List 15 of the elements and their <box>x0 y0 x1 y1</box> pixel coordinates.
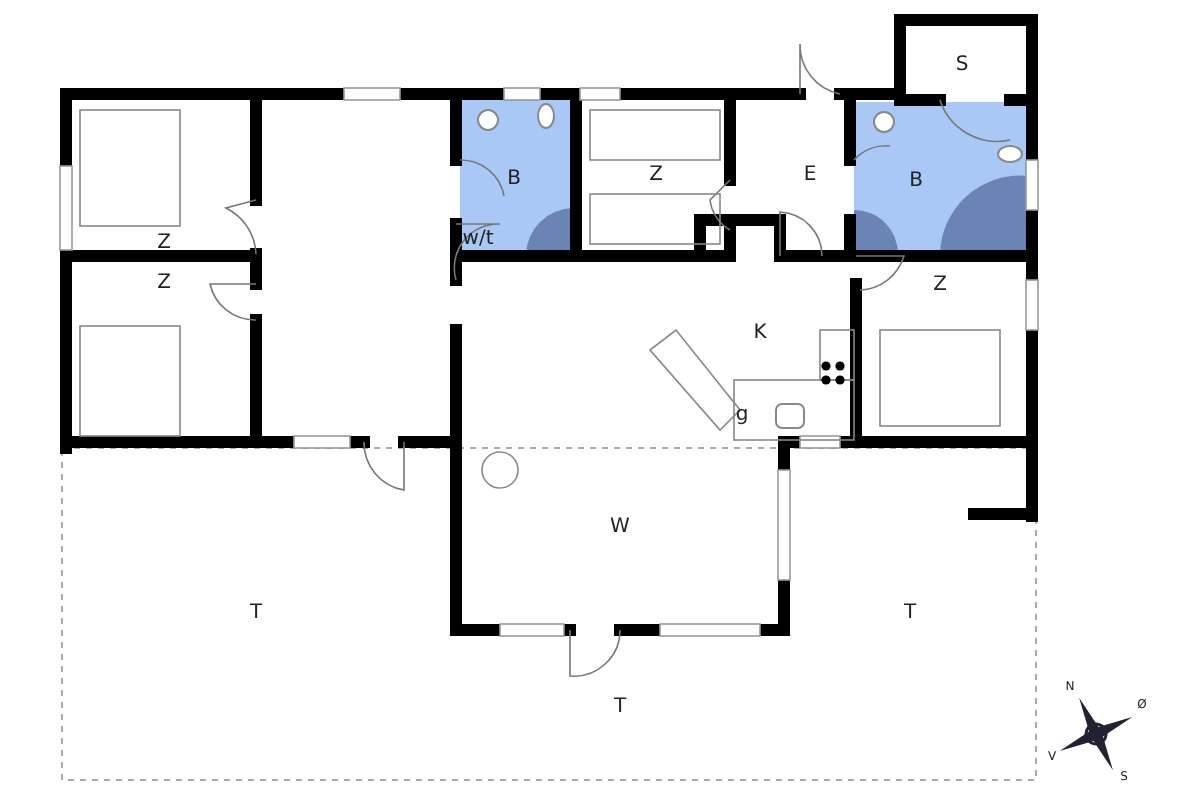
room-label: g <box>735 406 749 426</box>
room-label: K <box>753 324 767 344</box>
room-label: E <box>803 166 817 186</box>
room-label: Z <box>933 276 947 296</box>
room-label: Z <box>157 234 171 254</box>
room-label: T <box>249 604 263 624</box>
room-label: S <box>955 56 969 76</box>
room-label: W <box>610 518 630 538</box>
room-label: w/t <box>462 230 494 250</box>
room-label: Z <box>157 274 171 294</box>
room-label: T <box>903 604 917 624</box>
room-label: B <box>909 172 923 192</box>
room-label: B <box>507 170 521 190</box>
room-label: Z <box>649 166 663 186</box>
room-label: T <box>613 698 627 718</box>
